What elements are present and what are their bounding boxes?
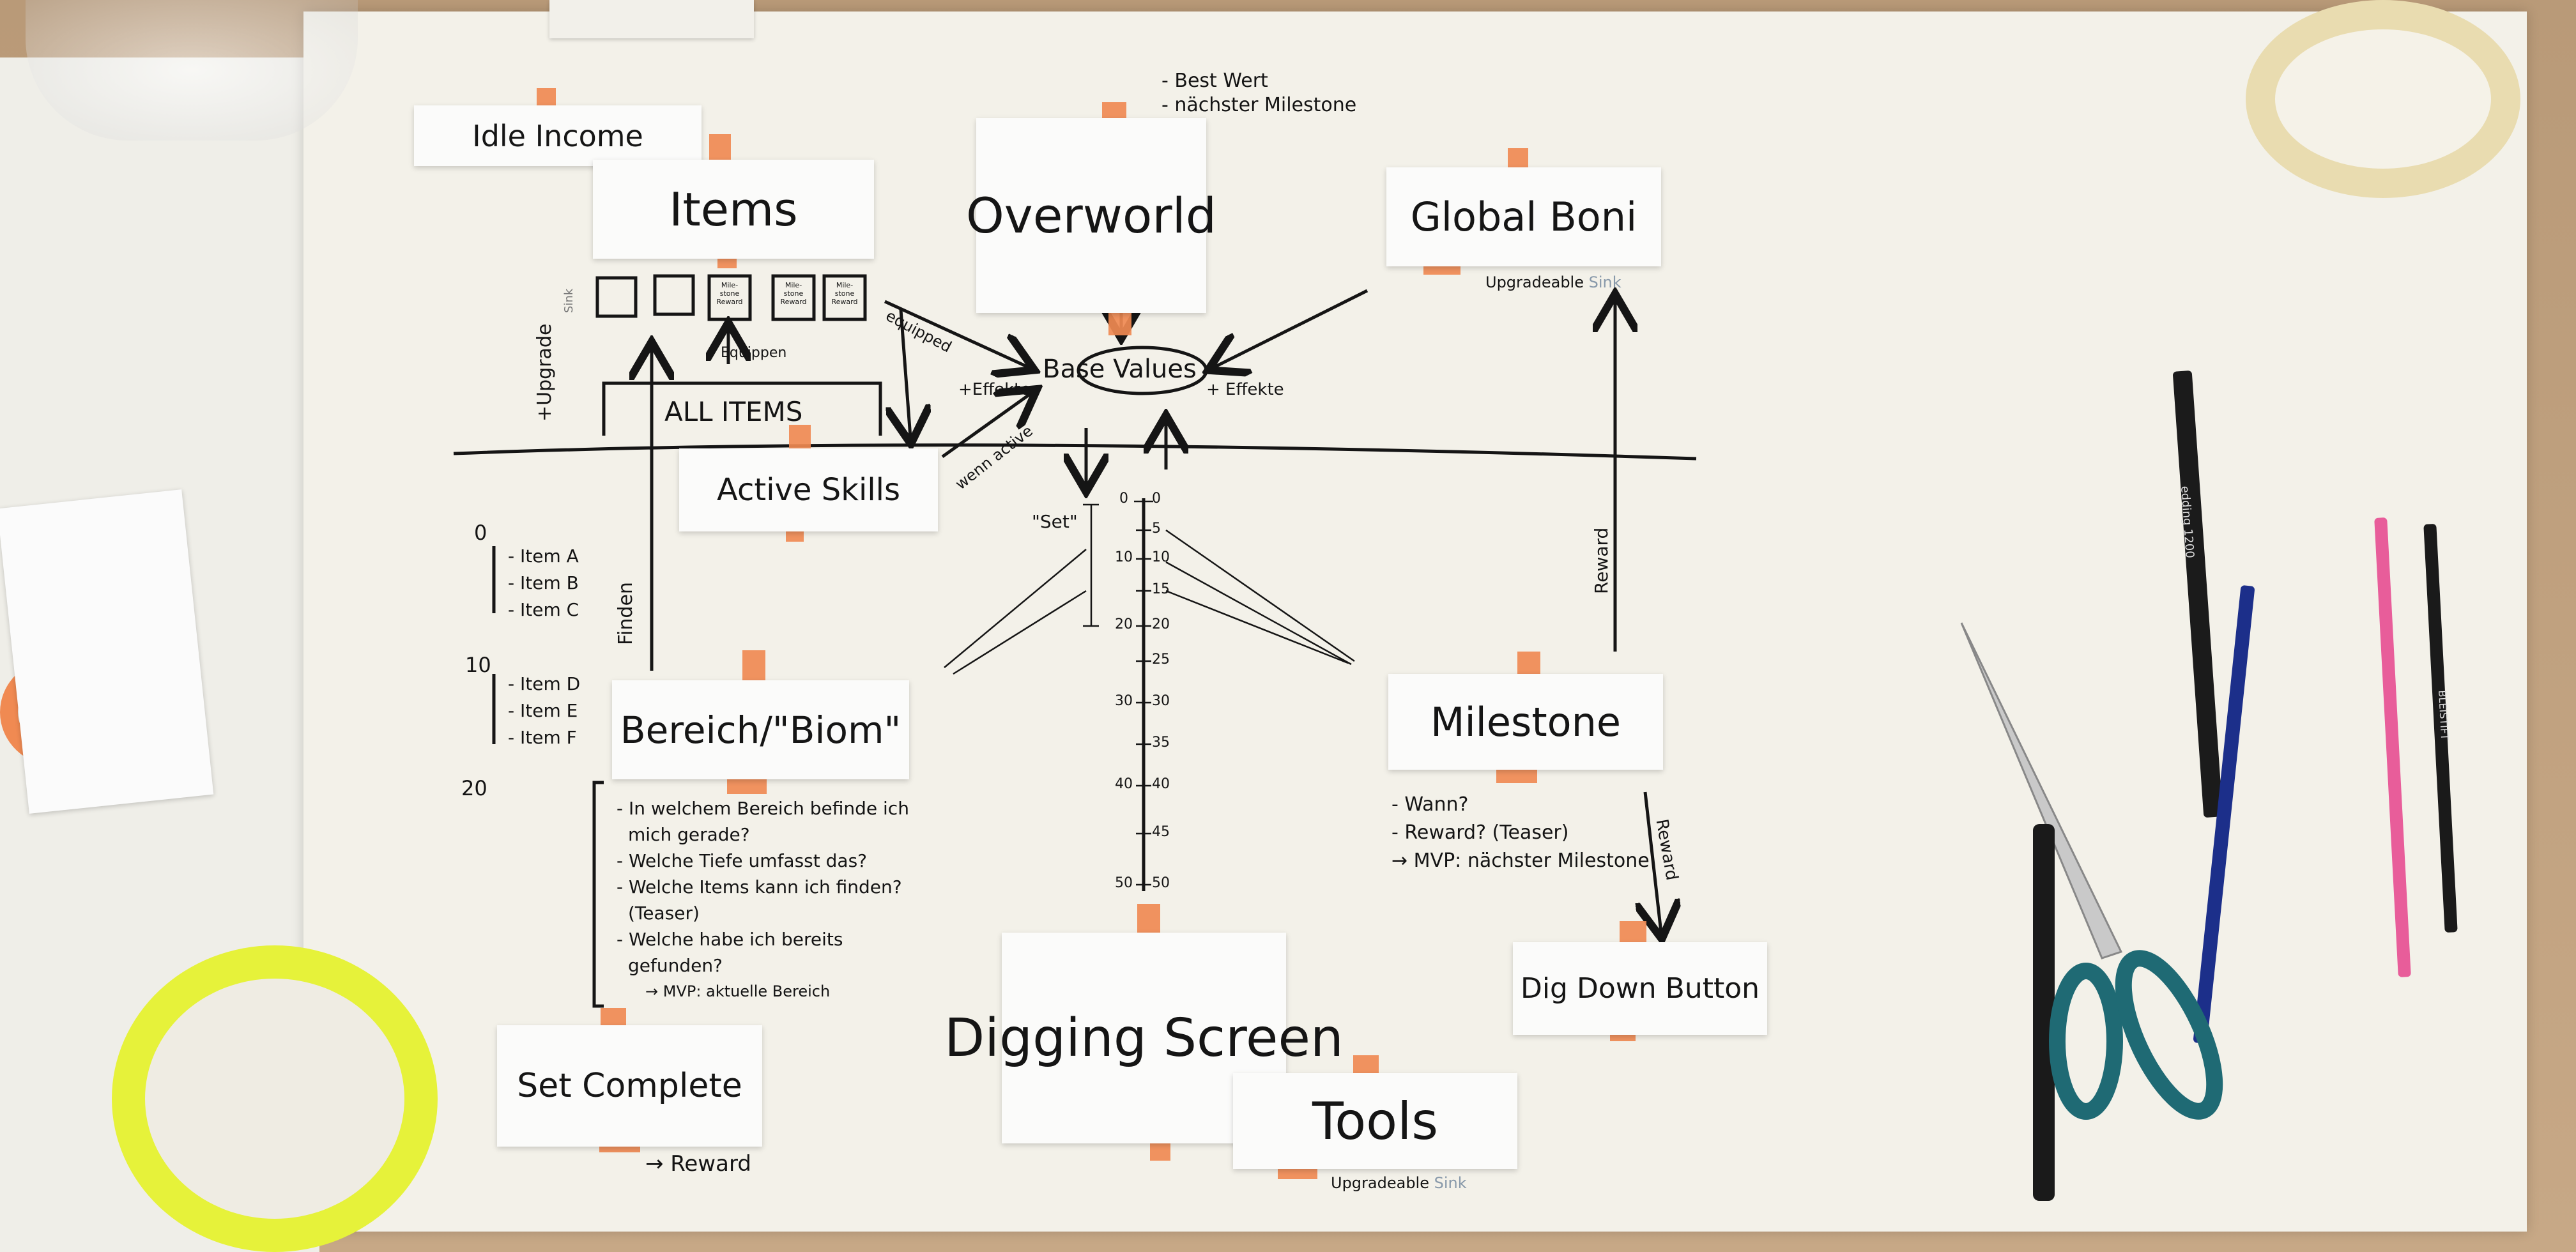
scissors xyxy=(0,0,2576,1252)
